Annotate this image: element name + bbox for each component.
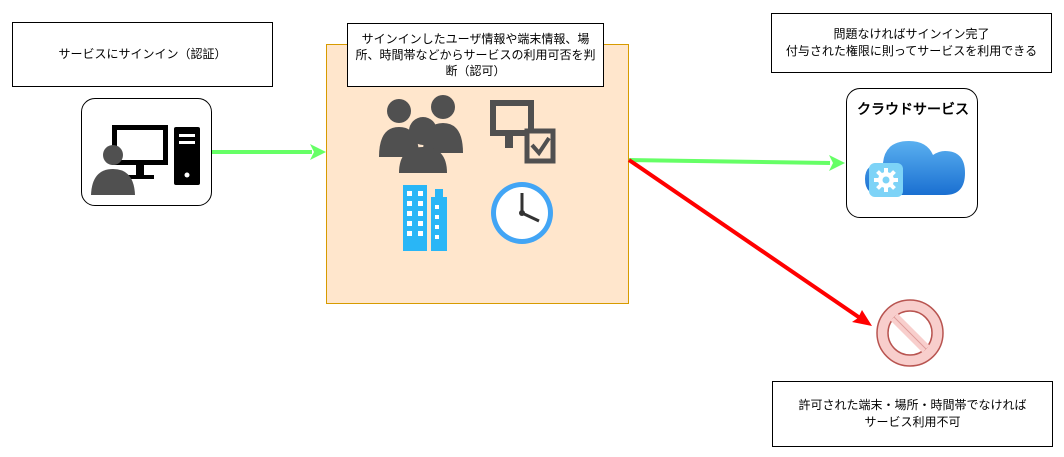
signin-label-box: サービスにサインイン（認証） bbox=[12, 22, 273, 87]
denied-label-box: 許可された端末・場所・時間帯でなければ サービス利用不可 bbox=[772, 381, 1053, 447]
success-label-line2: 付与された権限に則ってサービスを利用できる bbox=[785, 44, 1038, 58]
cloud-service-box: クラウドサービス bbox=[846, 88, 978, 218]
arrow-authz-to-cloud bbox=[628, 155, 845, 171]
authorization-icons bbox=[379, 95, 556, 251]
authorization-label: サインインしたユーザ情報や端末情報、場所、時間帯などからサービスの利用可否を判断… bbox=[355, 31, 596, 79]
prohibited-icon bbox=[876, 299, 944, 367]
arrow-signin-to-authz bbox=[212, 144, 326, 160]
denied-label-line2: サービス利用不可 bbox=[864, 415, 961, 429]
clock-icon bbox=[491, 182, 553, 244]
success-label-box: 問題なければサインイン完了 付与された権限に則ってサービスを利用できる bbox=[771, 13, 1052, 73]
user-computer-box bbox=[81, 98, 212, 206]
building-icon bbox=[403, 185, 447, 251]
arrow-authz-to-denied bbox=[627, 158, 872, 326]
success-label-line1: 問題なければサインイン完了 bbox=[833, 26, 990, 41]
users-icon bbox=[379, 95, 463, 173]
denied-label-line1: 許可された端末・場所・時間帯でなければ bbox=[798, 397, 1027, 412]
authorization-area bbox=[326, 44, 629, 304]
device-check-icon bbox=[490, 100, 556, 164]
authorization-label-box: サインインしたユーザ情報や端末情報、場所、時間帯などからサービスの利用可否を判断… bbox=[347, 23, 604, 87]
cloud-gear-icon bbox=[865, 141, 965, 197]
signin-label: サービスにサインイン（認証） bbox=[58, 46, 227, 61]
user-computer-icon bbox=[91, 125, 200, 195]
cloud-service-title: クラウドサービス bbox=[857, 102, 969, 118]
